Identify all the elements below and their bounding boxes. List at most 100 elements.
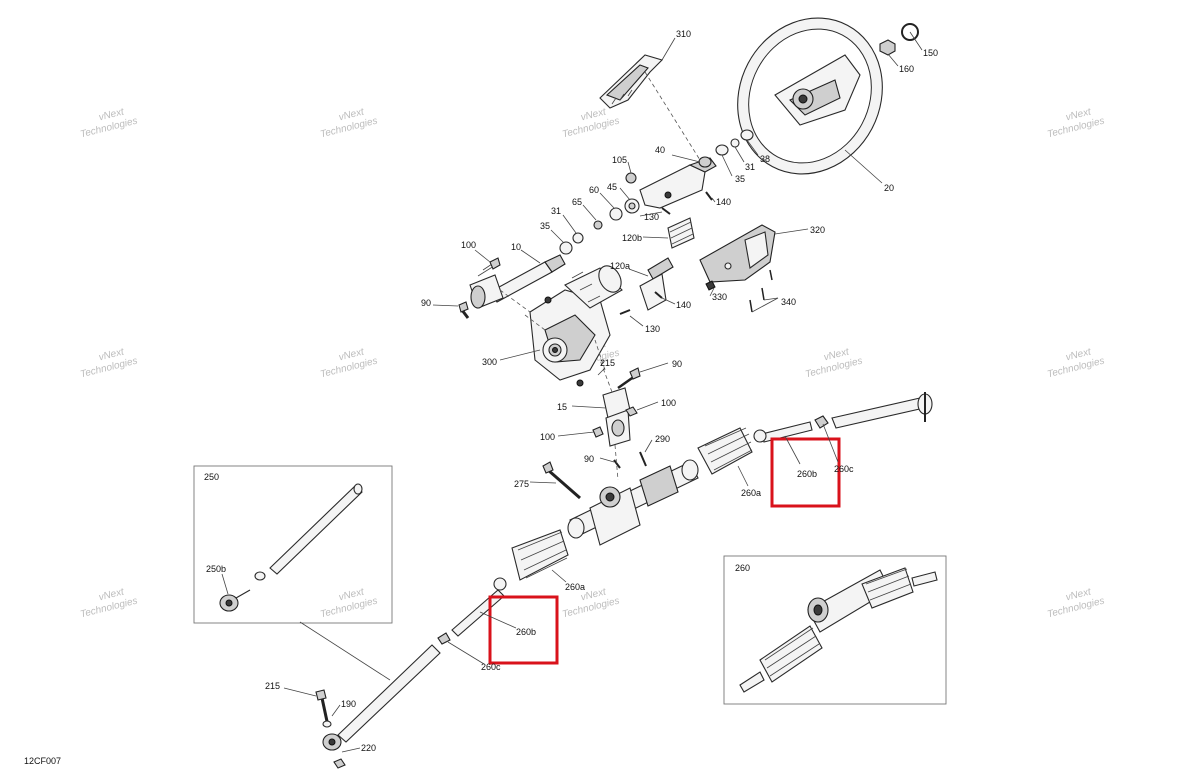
inset-250-label: 250: [204, 472, 219, 482]
washer-31b: [572, 232, 584, 244]
callout-100b: 100: [661, 398, 676, 408]
watermark: vNext Technologies: [1046, 346, 1105, 380]
bolt-140a: [705, 191, 713, 201]
eps-unit-300: [529, 265, 623, 387]
screws-340: [749, 269, 773, 313]
callout-140b: 140: [676, 300, 691, 310]
watermark: vNext Technologies: [319, 586, 378, 620]
callout-38: 38: [760, 154, 770, 164]
callout-120a: 120a: [610, 261, 630, 271]
callout-60: 60: [589, 185, 599, 195]
callout-260c-left: 260c: [481, 662, 501, 672]
callout-330: 330: [712, 292, 727, 302]
callout-labels: 310 150 160 20 38 31 35 40 105 45 60 65 …: [206, 29, 938, 753]
outer-tie-rod-right: [831, 392, 933, 429]
column-cover-310: [599, 54, 664, 109]
callout-100c: 100: [540, 432, 555, 442]
callout-150: 150: [923, 48, 938, 58]
watermark: vNext Technologies: [79, 586, 138, 620]
ring-150: [901, 23, 919, 41]
bearing-60: [609, 207, 623, 221]
steering-rack: [567, 459, 699, 546]
callout-90c: 90: [584, 454, 594, 464]
highlight-260b-right: [770, 437, 841, 508]
callout-90a: 90: [421, 298, 431, 308]
spacer-65: [593, 220, 603, 230]
boot-260a-right: [697, 427, 753, 475]
callout-130a: 130: [644, 212, 659, 222]
callout-31b: 31: [551, 206, 561, 216]
callout-320: 320: [810, 225, 825, 235]
callout-105: 105: [612, 155, 627, 165]
callout-100a: 100: [461, 240, 476, 250]
bolt-290: [639, 451, 647, 467]
inset-260-label: 260: [735, 563, 750, 573]
callout-160: 160: [899, 64, 914, 74]
diagram-code: 12CF007: [24, 756, 61, 766]
callout-310: 310: [676, 29, 691, 39]
watermark: vNext Technologies: [561, 106, 620, 140]
callout-15: 15: [557, 402, 567, 412]
callout-190: 190: [341, 699, 356, 709]
callout-65: 65: [572, 197, 582, 207]
callout-120b: 120b: [622, 233, 642, 243]
nut-100b: [625, 406, 638, 417]
nut-220: [333, 758, 346, 769]
watermark: vNext Technologies: [1046, 106, 1105, 140]
callout-290: 290: [655, 434, 670, 444]
bolt-275: [542, 461, 581, 500]
callout-31a: 31: [745, 162, 755, 172]
outer-tie-rod-left: [322, 644, 441, 751]
watermark: vNext Technologies: [319, 346, 378, 380]
watermark: vNext Technologies: [1046, 586, 1105, 620]
bushing-105: [625, 172, 637, 184]
nut-160: [879, 39, 896, 56]
highlight-260b-left: [488, 595, 559, 665]
callout-35b: 35: [540, 221, 550, 231]
assembly-lines: [499, 71, 701, 481]
bolt-90a: [458, 301, 470, 319]
column-tube-120a: [639, 257, 674, 311]
bolt-130a: [661, 207, 671, 215]
nut-260c-left: [437, 632, 451, 645]
callout-260a-left: 260a: [565, 582, 585, 592]
tie-rod-260b-right: [753, 421, 813, 443]
nut-260c-right: [814, 415, 829, 429]
washer-31-35: [715, 138, 740, 156]
column-bracket-40: [639, 156, 717, 209]
callout-260b-left: 260b: [516, 627, 536, 637]
boot-260a-left: [511, 529, 569, 581]
callout-10: 10: [511, 242, 521, 252]
leader-lines: [221, 31, 923, 753]
callout-45: 45: [607, 182, 617, 192]
boot-120b: [667, 217, 695, 249]
callout-90b: 90: [672, 359, 682, 369]
watermark: vNext Technologies: [319, 106, 378, 140]
washer-38: [740, 129, 754, 141]
screw-330: [705, 280, 716, 291]
callout-40: 40: [655, 145, 665, 155]
watermark: vNext Technologies: [79, 106, 138, 140]
callout-220: 220: [361, 743, 376, 753]
u-joint-15: [602, 387, 631, 447]
washer-35b: [559, 241, 573, 255]
callout-130b: 130: [645, 324, 660, 334]
tie-rod-260b-left: [451, 577, 507, 637]
inset-260: 260: [723, 555, 947, 705]
bolt-90c: [613, 459, 621, 469]
bolt-140b: [654, 291, 663, 299]
washer-190: [322, 720, 332, 728]
callout-340: 340: [781, 297, 796, 307]
callout-300: 300: [482, 357, 497, 367]
callout-35a: 35: [735, 174, 745, 184]
callout-215a: 215: [600, 358, 615, 368]
nut-100c: [592, 426, 604, 438]
callout-260c-right: 260c: [834, 464, 854, 474]
callout-260a-right: 260a: [741, 488, 761, 498]
callout-215b: 215: [265, 681, 280, 691]
watermark: vNext Technologies: [79, 346, 138, 380]
bolt-90b: [617, 367, 641, 390]
callout-275: 275: [514, 479, 529, 489]
intermediate-shaft-10: [469, 254, 566, 309]
